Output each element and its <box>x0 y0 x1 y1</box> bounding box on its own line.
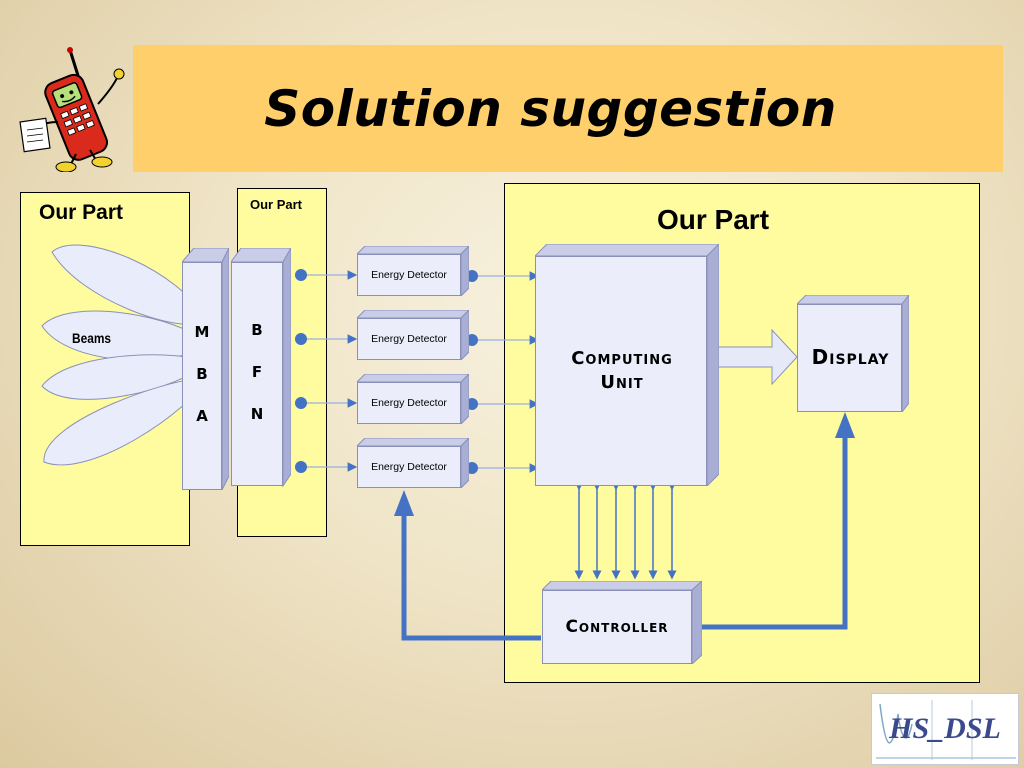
logo-text: HS_DSL <box>889 712 1001 745</box>
port-dot <box>295 461 307 473</box>
port-dot <box>466 398 478 410</box>
display-block: Display <box>797 295 909 412</box>
bfn-letter-n: N <box>250 405 264 423</box>
computing-to-display-arrow <box>715 328 798 386</box>
controller-block: Controller <box>542 581 702 664</box>
mba-block: M B A <box>182 248 229 490</box>
computing-unit-label-line2: Unit <box>600 372 644 393</box>
energy-detector-label: Energy Detector <box>371 269 447 281</box>
beams-label: Beams <box>72 330 112 346</box>
slide-title: Solution suggestion <box>264 79 837 138</box>
display-label: Display <box>811 345 890 369</box>
beams-diagram <box>41 244 209 466</box>
energy-detector-label: Energy Detector <box>371 461 447 473</box>
energy-detector-1: Energy Detector <box>357 246 469 296</box>
port-dot <box>295 333 307 345</box>
left-panel-label: Our Part <box>39 201 124 224</box>
energy-detector-2: Energy Detector <box>357 310 469 360</box>
port-dot <box>466 270 478 282</box>
mba-letter-b: B <box>196 365 208 383</box>
bfn-letter-f: F <box>251 363 263 381</box>
phone-mascot-icon <box>19 47 125 172</box>
port-dot <box>295 269 307 281</box>
mba-letter-m: M <box>194 323 210 341</box>
computing-unit-block: Computing Unit <box>535 244 719 486</box>
controller-to-detector-link <box>401 510 541 641</box>
controller-to-display-link <box>690 432 848 630</box>
mba-letter-a: A <box>196 407 208 425</box>
port-dot <box>295 397 307 409</box>
energy-detector-4: Energy Detector <box>357 438 469 488</box>
computing-unit-label-line1: Computing <box>571 348 673 369</box>
title-banner: Solution suggestion <box>133 45 1003 172</box>
controller-label: Controller <box>565 617 669 637</box>
bus-arrows <box>574 481 677 580</box>
bfn-to-detector-links <box>301 270 358 472</box>
energy-detector-label: Energy Detector <box>371 397 447 409</box>
port-dot <box>466 462 478 474</box>
energy-detector-label: Energy Detector <box>371 333 447 345</box>
bfn-letter-b: B <box>251 321 263 339</box>
middle-panel-label: Our Part <box>250 197 303 212</box>
bfn-block: B F N <box>231 248 291 488</box>
hs-dsl-logo: HS_DSL <box>871 693 1019 765</box>
right-panel-label: Our Part <box>657 204 770 235</box>
detector-to-computing-links <box>472 271 540 473</box>
energy-detector-3: Energy Detector <box>357 374 469 424</box>
port-dot <box>466 334 478 346</box>
